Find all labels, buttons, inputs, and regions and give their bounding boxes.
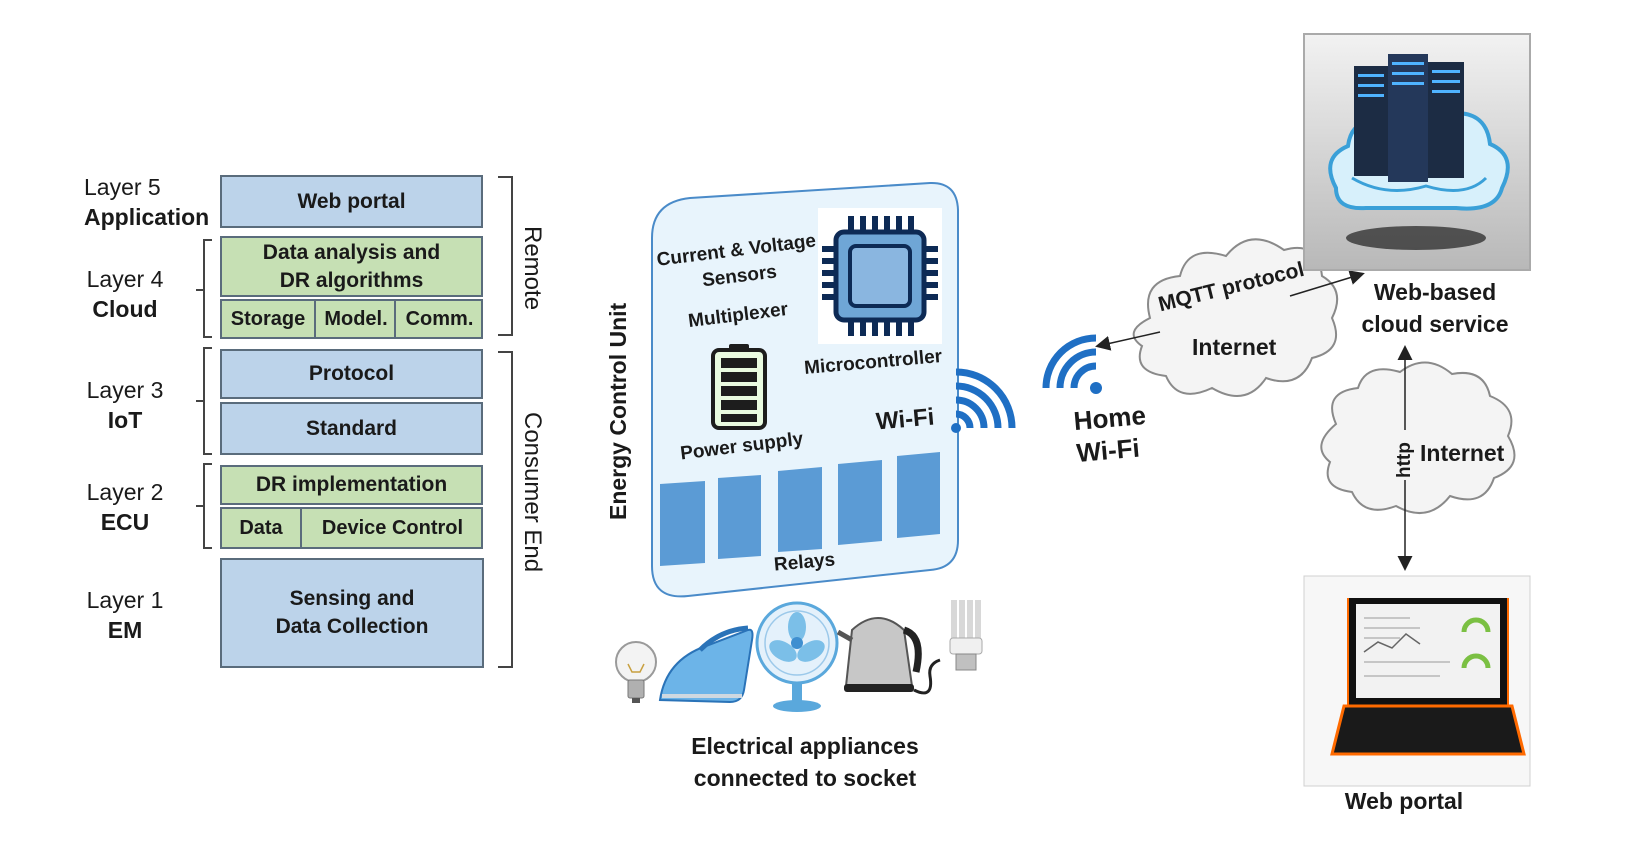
layer-1-num: Layer 1 [86, 587, 164, 613]
home-wifi-line2: Wi-Fi [1075, 432, 1141, 469]
mqtt-arrow-left [1095, 331, 1161, 351]
http-label: http [1394, 442, 1415, 478]
layer-4-label: Layer 4 Cloud [55, 264, 195, 324]
cloud-service-label: Web-based cloud service [1340, 276, 1530, 340]
device-control-text: Device Control [321, 517, 464, 539]
right-brackets [498, 176, 513, 668]
relay-5 [897, 452, 940, 538]
layer-1-label: Layer 1 EM [55, 585, 195, 645]
web-portal-text: Web portal [297, 189, 406, 213]
remote-label: Remote [519, 226, 546, 311]
layer-5-label: Layer 5 Application [70, 172, 210, 232]
storage-text: Storage [230, 308, 306, 330]
battery-icon [711, 344, 767, 430]
ecu-functions-row: Data Device Control [220, 507, 483, 549]
wifi-label: Wi-Fi [874, 403, 936, 436]
fan-icon [755, 601, 839, 712]
cloud-functions-row: Storage Model. Comm. [220, 299, 483, 339]
layer-2-name: ECU [100, 509, 150, 535]
kettle-icon [836, 617, 941, 695]
relay-2 [718, 475, 761, 559]
internet-cloud-top [1132, 238, 1339, 397]
internet-top-label: Internet [1192, 334, 1277, 360]
data-cell: Data [222, 509, 300, 547]
layer-3-name: IoT [107, 407, 143, 433]
comm-cell: Comm. [394, 301, 483, 337]
sensing-line1: Sensing and [289, 587, 415, 610]
layer-2-num: Layer 2 [86, 479, 164, 505]
layer-3-num: Layer 3 [86, 377, 164, 403]
home-wifi-icon [1042, 334, 1102, 394]
standard-text: Standard [305, 416, 397, 440]
sensing-box: Sensing and Data Collection [220, 558, 484, 668]
layer-2-label: Layer 2 ECU [55, 477, 195, 537]
protocol-box: Protocol [220, 349, 483, 399]
data-analysis-line2: DR algorithms [279, 268, 424, 292]
web-portal-caption: Web portal [1344, 788, 1464, 814]
comm-text: Comm. [405, 308, 474, 330]
data-analysis-box: Data analysis and DR algorithms [220, 236, 483, 297]
internet-bottom-label: Internet [1420, 440, 1505, 466]
arrows-group [1095, 270, 1413, 571]
standard-box: Standard [220, 402, 483, 455]
wifi-icon [951, 368, 1016, 433]
protocol-text: Protocol [308, 362, 395, 385]
model-text: Model. [324, 308, 388, 330]
device-control-cell: Device Control [300, 509, 483, 547]
chip-icon [818, 208, 942, 344]
web-portal-box: Web portal [220, 175, 483, 228]
ecu-title: Energy Control Unit [605, 302, 631, 520]
bulb-icon [615, 641, 657, 703]
appliances-caption: Electrical appliances connected to socke… [640, 730, 970, 794]
layer-1-name: EM [107, 617, 143, 643]
storage-cell: Storage [222, 301, 314, 337]
cfl-bulb-icon [949, 600, 983, 671]
mqtt-arrow [1289, 270, 1365, 297]
left-brackets [196, 239, 212, 549]
layer-4-name: Cloud [92, 296, 158, 322]
sensing-line2: Data Collection [275, 615, 429, 638]
relay-1 [660, 481, 705, 566]
layer-5-num: Layer 5 [84, 174, 161, 200]
home-wifi-label: Home Wi-Fi [1072, 399, 1150, 469]
server-cloud-icon [1303, 33, 1531, 271]
appliances-caption-line2: connected to socket [693, 765, 917, 791]
dr-implementation-text: DR implementation [255, 473, 448, 496]
cloud-service-line2: cloud service [1361, 311, 1509, 337]
data-text: Data [239, 517, 283, 539]
internet-cloud-bottom [1320, 361, 1516, 514]
iron-icon [658, 625, 754, 704]
clouds-group [1132, 238, 1516, 514]
layer-5-name: Application [84, 204, 210, 230]
model-cell: Model. [314, 301, 396, 337]
layer-3-label: Layer 3 IoT [55, 375, 195, 435]
relay-3 [778, 467, 822, 552]
data-analysis-line1: Data analysis and [262, 240, 441, 264]
consumer-end-label: Consumer End [519, 412, 546, 573]
dr-implementation-box: DR implementation [220, 465, 483, 505]
relay-4 [838, 460, 882, 545]
relays-group [660, 452, 940, 566]
layer-4-num: Layer 4 [86, 266, 164, 292]
cloud-service-line1: Web-based [1373, 279, 1497, 305]
laptop-icon [1303, 575, 1531, 787]
appliances-caption-line1: Electrical appliances [691, 733, 919, 759]
appliances-group [615, 600, 983, 712]
